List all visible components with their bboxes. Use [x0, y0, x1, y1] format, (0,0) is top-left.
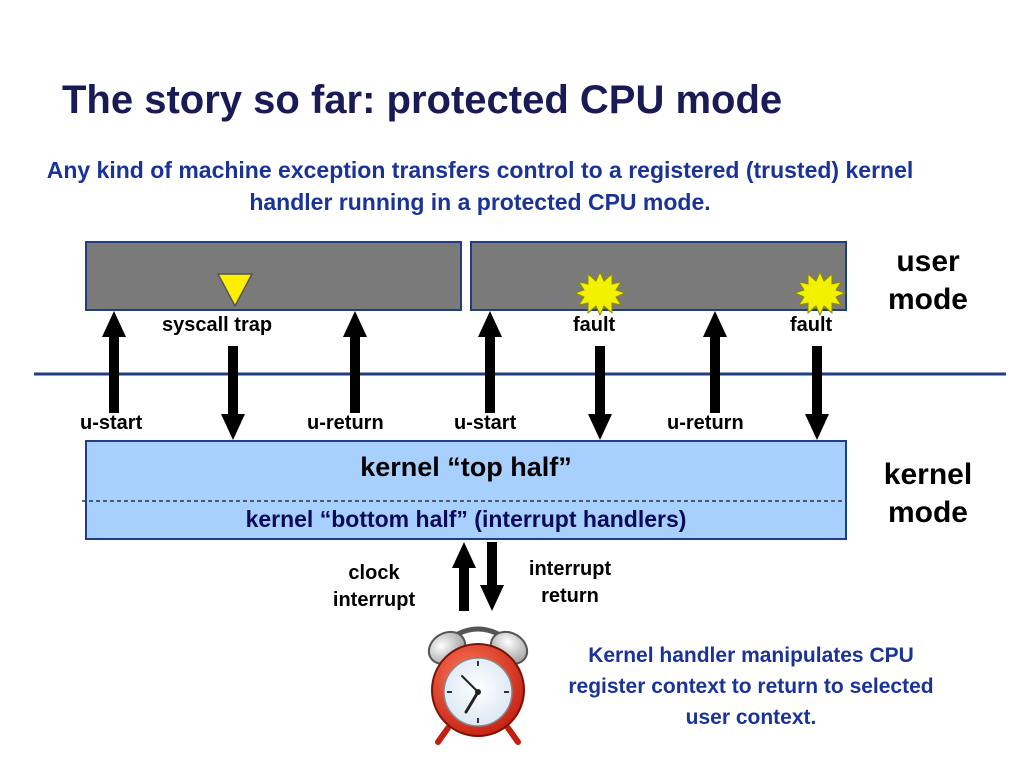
- interrupt-return-label-line2: return: [541, 585, 599, 607]
- u-start-label-1: u-start: [80, 412, 143, 434]
- slide-title: The story so far: protected CPU mode: [62, 78, 783, 122]
- interrupt-return-label-line1: interrupt: [528, 558, 612, 580]
- kernel-mode-label-line1: kernel: [883, 458, 973, 491]
- fault-arrow-2: [805, 346, 829, 440]
- user-mode-label-line2: mode: [887, 283, 968, 316]
- fault-label-1: fault: [573, 314, 616, 336]
- clock-interrupt-label-line2: interrupt: [332, 589, 416, 611]
- kernel-bottom-half-label: kernel “bottom half” (interrupt handlers…: [245, 506, 687, 532]
- triangle-down-icon: [216, 273, 254, 308]
- fault-arrow-1: [588, 346, 612, 440]
- kernel-box: [85, 440, 847, 540]
- starburst-icon: [573, 270, 627, 317]
- u-return-label-2: u-return: [667, 412, 744, 434]
- alarm-clock-icon: [420, 620, 536, 745]
- fault-label-2: fault: [790, 314, 833, 336]
- user-process-box-2: [470, 241, 847, 311]
- user-process-box-1: [85, 241, 462, 311]
- clock-interrupt-label: clock interrupt: [314, 560, 434, 614]
- u-return-arrow-1: [343, 311, 367, 413]
- u-start-arrow-2: [478, 311, 502, 413]
- syscall-trap-label: syscall trap: [162, 314, 273, 336]
- user-mode-label: user mode: [858, 243, 998, 319]
- u-start-label-2: u-start: [454, 412, 517, 434]
- clock-interrupt-arrow: [452, 542, 476, 611]
- u-return-arrow-2: [703, 311, 727, 413]
- kernel-mode-label: kernel mode: [858, 456, 998, 532]
- slide-subtitle: Any kind of machine exception transfers …: [46, 157, 914, 215]
- syscall-trap-arrow: [221, 346, 245, 440]
- u-start-arrow-1: [102, 311, 126, 413]
- kernel-handler-note: Kernel handler manipulates CPU register …: [568, 644, 934, 729]
- user-mode-label-line1: user: [896, 245, 960, 278]
- kernel-mode-label-line2: mode: [887, 496, 968, 529]
- starburst-icon: [793, 270, 847, 317]
- clock-interrupt-label-line1: clock: [348, 562, 400, 584]
- u-return-label-1: u-return: [307, 412, 384, 434]
- interrupt-return-label: interrupt return: [510, 556, 630, 610]
- interrupt-return-arrow: [480, 542, 504, 611]
- kernel-top-half-label: kernel “top half”: [360, 452, 572, 482]
